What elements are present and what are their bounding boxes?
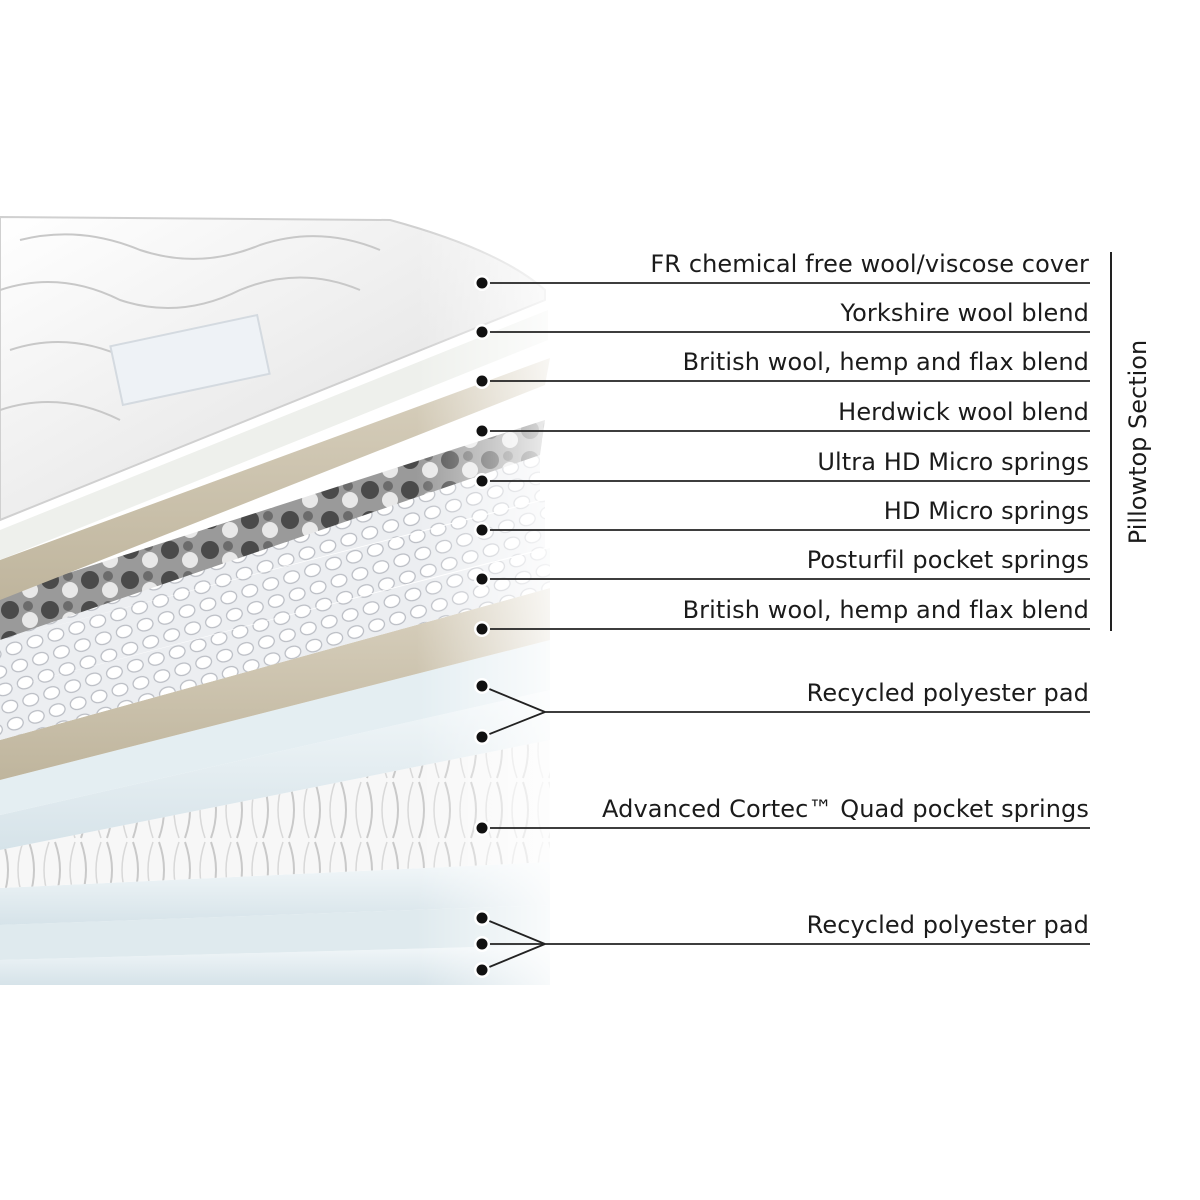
marker-dot-7-0	[476, 623, 488, 635]
leader-branch-10-2	[481, 943, 546, 971]
leader-branch-8-0	[481, 685, 546, 713]
marker-dot-5-0	[476, 524, 488, 536]
layer-label-5: HD Micro springs	[883, 497, 1089, 525]
layer-label-2: British wool, hemp and flax blend	[682, 348, 1089, 376]
marker-dot-3-0	[476, 425, 488, 437]
marker-dot-10-2	[476, 964, 488, 976]
pillowtop-section-label: Pillowtop Section	[1124, 339, 1152, 545]
marker-dot-6-0	[476, 573, 488, 585]
leader-branch-8-1	[481, 711, 546, 738]
marker-dot-1-0	[476, 326, 488, 338]
marker-dot-9-0	[476, 822, 488, 834]
layer-label-9: Advanced Cortec™ Quad pocket springs	[602, 795, 1089, 823]
layer-label-1: Yorkshire wool blend	[840, 299, 1089, 327]
layer-label-3: Herdwick wool blend	[838, 398, 1089, 426]
layer-label-8: Recycled polyester pad	[806, 679, 1089, 707]
marker-dot-2-0	[476, 375, 488, 387]
marker-dot-8-0	[476, 680, 488, 692]
marker-dot-0-0	[476, 277, 488, 289]
layer-label-7: British wool, hemp and flax blend	[682, 596, 1089, 624]
marker-dot-4-0	[476, 475, 488, 487]
marker-dot-10-0	[476, 912, 488, 924]
marker-dots	[474, 275, 490, 978]
layer-label-4: Ultra HD Micro springs	[817, 448, 1089, 476]
marker-dot-10-1	[476, 938, 488, 950]
layer-label-6: Posturfil pocket springs	[806, 546, 1089, 574]
leader-lines	[481, 282, 1090, 971]
mattress-layers	[0, 215, 555, 990]
marker-dot-8-1	[476, 731, 488, 743]
layer-label-0: FR chemical free wool/viscose cover	[650, 250, 1089, 278]
right-fade	[0, 215, 555, 990]
layer-label-10: Recycled polyester pad	[806, 911, 1089, 939]
leader-branch-10-0	[481, 917, 546, 945]
